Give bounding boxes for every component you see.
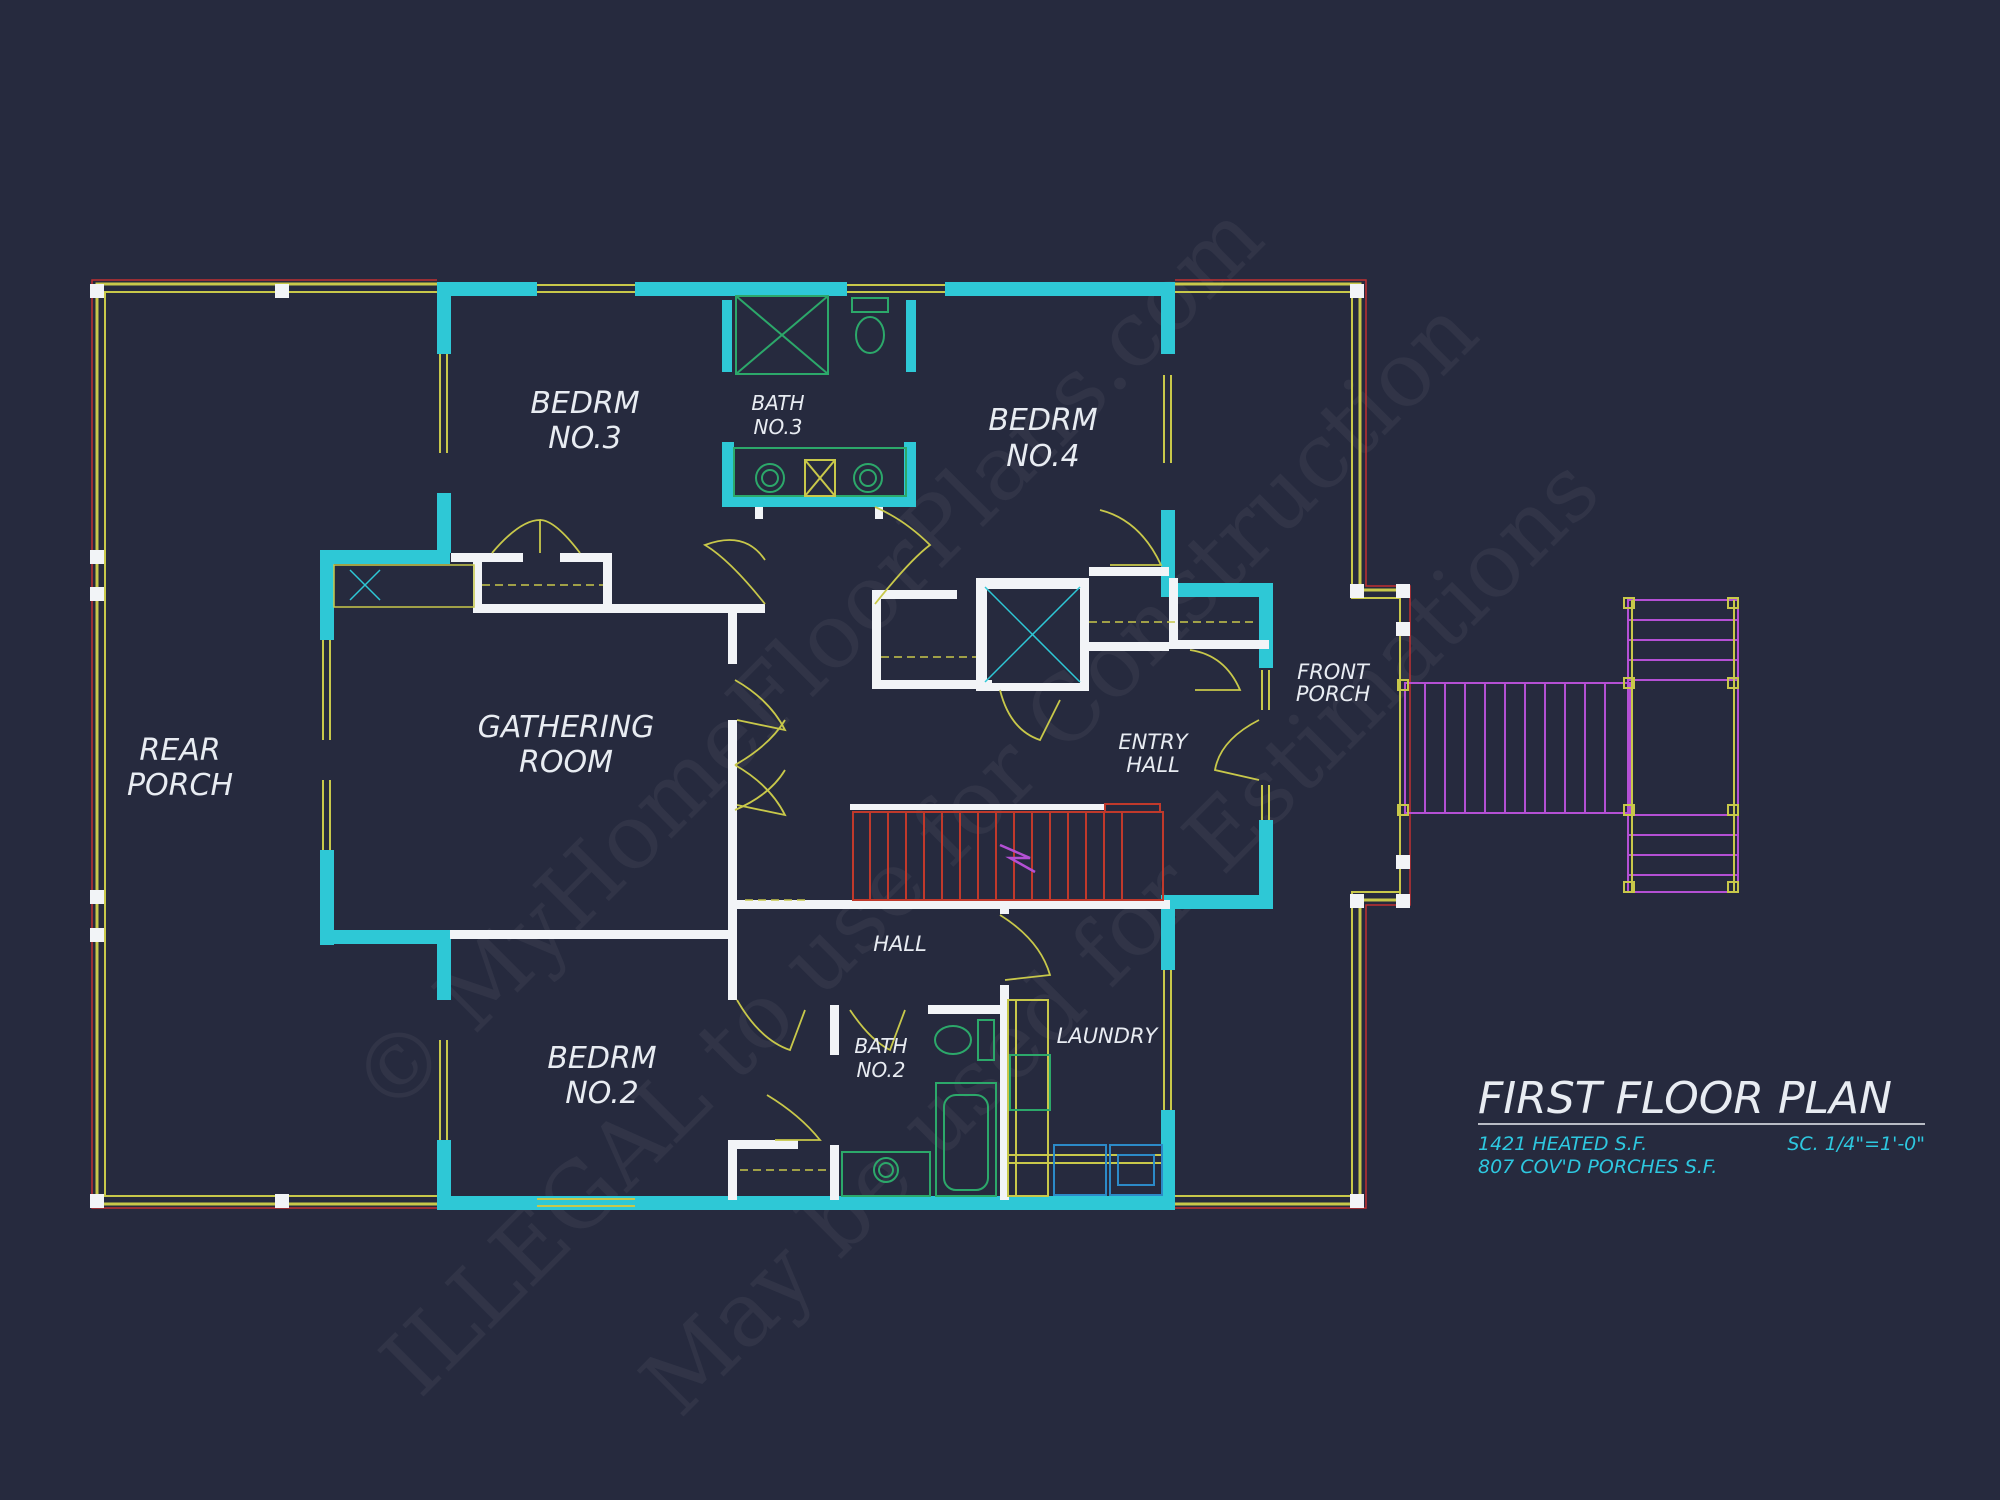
toilet-icon: [934, 1019, 995, 1061]
lift-shaft: [976, 578, 1089, 691]
bedrm3-label-2: NO.3: [548, 421, 621, 456]
door-swing-icon: [491, 506, 1260, 1141]
bedrm4-label-2: NO.4: [1006, 439, 1079, 474]
bath3-label-2: NO.3: [754, 415, 803, 439]
bath3-label-1: BATH: [751, 391, 804, 415]
bedrm3-label-1: BEDRM: [530, 386, 639, 421]
washer-icon: [1053, 1144, 1107, 1196]
porch-post: [1396, 622, 1410, 636]
porch-post: [90, 587, 104, 601]
bath2-label-1: BATH: [854, 1034, 907, 1058]
porch-post: [1350, 284, 1364, 298]
bedrm2-label-1: BEDRM: [547, 1041, 656, 1076]
bath2-label-2: NO.2: [857, 1058, 906, 1082]
porch-post: [1350, 1194, 1364, 1208]
bath3-vanity: [733, 447, 907, 497]
dryer-icon: [1109, 1144, 1163, 1196]
porches-sf: 807 COV'D PORCHES S.F.: [1478, 1156, 1717, 1178]
front-porch-label-2: PORCH: [1296, 682, 1370, 706]
porch-post: [90, 1194, 104, 1208]
rear-porch-outline: [90, 279, 437, 1209]
sink-icon: [755, 463, 785, 493]
bedrm4-label-1: BEDRM: [988, 403, 1097, 438]
porch-post: [90, 928, 104, 942]
stair-arrow-icon: [999, 843, 1036, 874]
bedrm2-label-2: NO.2: [565, 1076, 638, 1111]
front-porch-outline: [1175, 279, 1411, 1209]
bathtub-icon: [935, 1082, 997, 1197]
front-steps: [1397, 597, 1739, 893]
gathering-label-1: GATHERING: [478, 710, 655, 745]
porch-post: [1396, 855, 1410, 869]
rear-porch-label-2: PORCH: [127, 768, 233, 803]
hall-label: HALL: [873, 932, 927, 956]
porch-post: [1350, 584, 1364, 598]
porch-post: [1396, 894, 1410, 908]
watermark-line-2: ILLEGAL to use for Construction: [361, 279, 1497, 1415]
rear-porch-label-1: REAR: [139, 733, 220, 768]
stair: [852, 803, 1164, 901]
porch-post: [90, 890, 104, 904]
porch-post: [275, 1194, 289, 1208]
front-porch-label-1: FRONT: [1297, 660, 1371, 684]
plan-title: FIRST FLOOR PLAN: [1478, 1073, 1892, 1124]
porch-post: [1396, 584, 1410, 598]
sink-icon: [853, 463, 883, 493]
porch-post: [1350, 894, 1364, 908]
toilet-icon: [851, 297, 889, 354]
entry-hall-label-2: HALL: [1126, 753, 1180, 777]
porch-post: [90, 550, 104, 564]
porch-post: [90, 284, 104, 298]
windows: [322, 284, 1270, 1207]
entry-hall-label-1: ENTRY: [1118, 730, 1189, 754]
bath2-fixtures: [841, 1019, 997, 1197]
porch-post: [275, 284, 289, 298]
room-labels: REAR PORCH BEDRM NO.3 BATH NO.3 BEDRM NO…: [127, 386, 1371, 1111]
heated-sf: 1421 HEATED S.F.: [1478, 1133, 1647, 1155]
laundry-label: LAUNDRY: [1057, 1024, 1160, 1048]
scale-note: SC. 1/4"=1'-0": [1787, 1133, 1925, 1155]
gathering-label-2: ROOM: [519, 745, 613, 780]
closets: [333, 564, 1255, 1171]
sink-icon: [841, 1151, 931, 1197]
laundry-fixtures: [1007, 999, 1163, 1197]
shower-icon: [735, 295, 829, 375]
title-block: FIRST FLOOR PLAN 1421 HEATED S.F. 807 CO…: [1478, 1073, 1925, 1178]
